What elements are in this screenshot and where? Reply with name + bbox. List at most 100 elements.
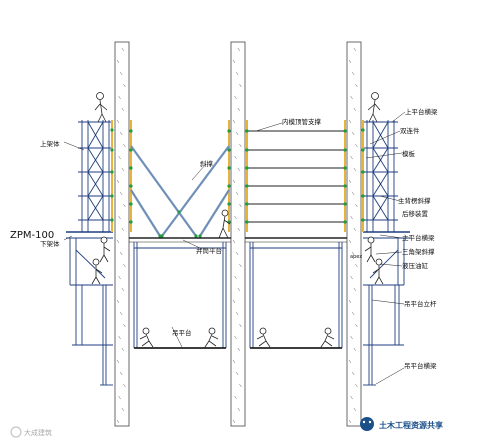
wall-hatch-mark: [348, 419, 352, 424]
worker-hang-4: [320, 327, 335, 348]
wall-hatch-mark: [123, 323, 126, 328]
wall-hatch-mark: [348, 59, 352, 64]
wall-hatch-mark: [119, 131, 123, 136]
joint-dot: [245, 220, 249, 224]
joint-dot: [343, 202, 347, 206]
wall-hatch-mark: [121, 167, 125, 172]
wall-hatch-mark: [116, 59, 120, 64]
wall-hatch-mark: [234, 275, 237, 280]
label-triangle-brace: 三角架斜撑: [402, 247, 435, 256]
joint-dot: [110, 194, 114, 198]
wall-hatch-mark: [123, 263, 126, 268]
wall-hatch-mark: [348, 359, 352, 364]
wall-hatch-mark: [239, 203, 242, 208]
well-platforms: [129, 237, 347, 243]
wall-hatch-mark: [235, 191, 239, 196]
joint-dot: [245, 148, 249, 152]
wall-hatch-mark: [119, 371, 123, 376]
label-lower-frame: 下架体: [40, 239, 60, 248]
wall-hatch-mark: [119, 191, 123, 196]
wall-hatch-mark: [237, 347, 241, 352]
right-outer-frame: [363, 120, 410, 386]
joint-dot: [361, 148, 365, 152]
joint-dot: [129, 220, 133, 224]
wall-hatch-mark: [350, 155, 353, 160]
wall-hatch-mark: [118, 95, 121, 100]
wall-hatch-mark: [353, 47, 357, 52]
label-rear-shift: 后移装置: [402, 209, 429, 218]
wall-hatch-mark: [118, 215, 121, 220]
watermark-left-icon: [10, 426, 22, 438]
wall-hatch-mark: [239, 323, 242, 328]
joint-dot: [177, 210, 181, 214]
wall-hatch-mark: [234, 95, 237, 100]
wall-hatch-mark: [239, 143, 242, 148]
wall-hatch-mark: [350, 215, 353, 220]
label-diagonal-brace: 斜撑: [200, 159, 214, 168]
wall-hatch-mark: [121, 407, 125, 412]
worker-lower-left-1: [99, 236, 111, 263]
joint-dot: [227, 184, 231, 188]
joint-dot: [129, 184, 133, 188]
joint-dot: [129, 202, 133, 206]
wechat-icon: [360, 417, 374, 431]
wall-hatch-mark: [351, 371, 355, 376]
wall-hatch-mark: [348, 239, 352, 244]
label-main-platform-beam: 主平台横梁: [402, 233, 435, 242]
joint-dot: [110, 170, 114, 174]
wall-hatch-mark: [353, 287, 357, 292]
wall-hatch-mark: [348, 119, 352, 124]
worker-top-left: [94, 92, 108, 123]
wall-hatch-mark: [116, 179, 120, 184]
wall-hatch-mark: [232, 419, 236, 424]
joint-dot: [194, 234, 198, 238]
wall-hatch-mark: [121, 107, 125, 112]
joint-dot: [198, 234, 202, 238]
joint-dot: [245, 129, 249, 133]
formwork-boards: [111, 120, 364, 232]
wall-hatch-mark: [119, 251, 123, 256]
joint-dot: [361, 218, 365, 222]
joint-markers: [110, 128, 365, 238]
label-upper-platform-beam: 上平台横梁: [405, 107, 438, 116]
label-inner-formwork-brace: 内模顶管支撑: [282, 117, 322, 126]
wall-hatch-mark: [235, 71, 239, 76]
label-hanging-beam: 吊平台横梁: [404, 361, 437, 370]
center-wall: [230, 41, 246, 427]
wall-hatch-mark: [234, 395, 237, 400]
wall-hatch-mark: [235, 131, 239, 136]
watermark-left-text: 大成建筑: [24, 428, 52, 437]
wall-hatch-mark: [235, 371, 239, 376]
wall-hatch-mark: [237, 47, 241, 52]
wall-hatch-mark: [348, 299, 352, 304]
label-hydraulic: 液压油缸: [402, 261, 429, 270]
wall-hatch-mark: [232, 299, 236, 304]
left-wall: [114, 41, 130, 427]
wall-hatch-mark: [118, 275, 121, 280]
workers: [91, 92, 384, 348]
wall-hatch-mark: [235, 251, 239, 256]
wall-hatch-mark: [350, 95, 353, 100]
wall-hatch-mark: [353, 407, 357, 412]
wall-hatch-mark: [353, 227, 357, 232]
joint-dot: [343, 148, 347, 152]
wall-hatch-mark: [355, 203, 358, 208]
wall-hatch-mark: [348, 179, 352, 184]
wall-hatch-mark: [237, 107, 241, 112]
wall-hatch-mark: [237, 407, 241, 412]
wall-hatch-mark: [351, 191, 355, 196]
wall-hatch-mark: [118, 395, 121, 400]
core-walls: [114, 41, 362, 427]
wall-hatch-mark: [350, 335, 353, 340]
joint-dot: [110, 218, 114, 222]
left-outer-frame: [66, 120, 113, 386]
wall-hatch-mark: [232, 119, 236, 124]
joint-dot: [129, 148, 133, 152]
worker-lower-left-2: [91, 258, 103, 285]
wall-hatch-mark: [118, 335, 121, 340]
wall-hatch-mark: [351, 251, 355, 256]
worker-top-right: [367, 92, 381, 123]
wall-hatch-mark: [116, 299, 120, 304]
wall-hatch-mark: [350, 275, 353, 280]
